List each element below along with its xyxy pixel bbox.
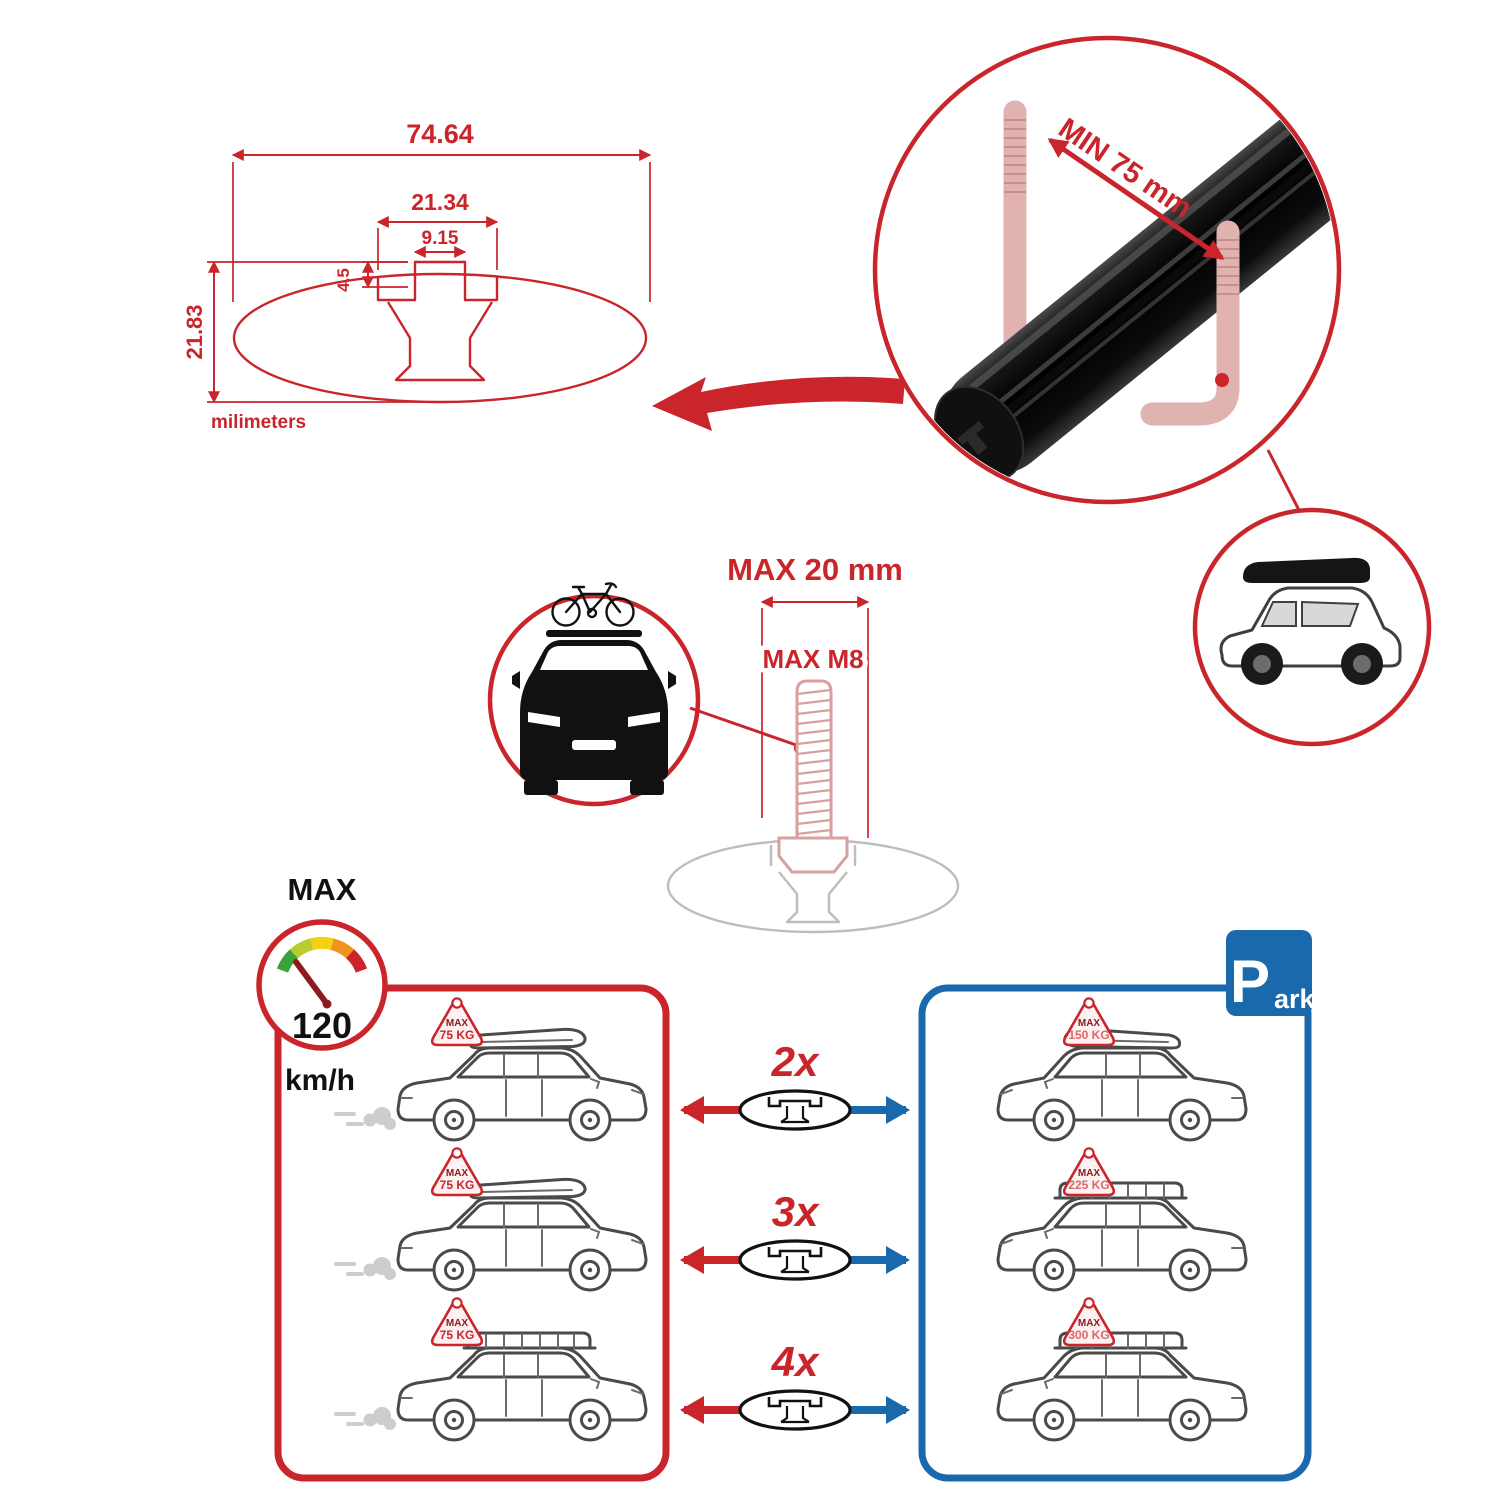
tag-value-label: 75 KG <box>440 1028 475 1042</box>
driving-row-1: MAX 75 KG <box>334 997 648 1142</box>
parked-row-3: MAX 300 KG <box>996 1297 1248 1442</box>
count-label: 3x <box>772 1188 820 1235</box>
pointer-arrow <box>652 376 905 431</box>
speed-value-label: 120 <box>292 1005 352 1046</box>
pointer-line <box>689 706 800 748</box>
park-sign: P ark <box>1226 930 1316 1016</box>
speed-limit-badge: MAX 120 km/h <box>256 872 388 1097</box>
min-span-arrow <box>1047 137 1225 261</box>
needle-pivot <box>322 999 332 1009</box>
roof-box <box>1243 557 1370 583</box>
parked-row-2: MAX 225 KG <box>996 1147 1248 1292</box>
vehicle-roofbox-circle <box>1192 507 1432 747</box>
tag-value-label: 75 KG <box>440 1178 475 1192</box>
tag-max-label: MAX <box>1078 1018 1101 1029</box>
tag-max-label: MAX <box>1078 1318 1101 1329</box>
tag-max-label: MAX <box>1078 1168 1101 1179</box>
dim-height-label: 21.83 <box>182 304 207 359</box>
suv-windshield <box>1260 601 1297 627</box>
roof-basket-icon <box>462 1331 597 1350</box>
marker-dot <box>1215 373 1229 387</box>
u-bolt-right-rod <box>1140 220 1240 426</box>
profile-stem <box>386 301 494 382</box>
park-sign-letter: P <box>1230 948 1270 1015</box>
count-row-2: 3x <box>680 1188 910 1281</box>
tag-value-label: 150 KG <box>1068 1028 1109 1042</box>
max-width-label: MAX 20 mm <box>727 552 903 587</box>
dim-total-width-label: 74.64 <box>406 119 474 149</box>
car-front-icon <box>512 640 676 795</box>
load-comparison: P ark MAX 120 km/h MAX 75 KG <box>256 872 1316 1482</box>
connector-line <box>1266 449 1304 517</box>
bar-cross-section-icon <box>738 1089 852 1131</box>
units-label: milimeters <box>211 412 306 433</box>
tbolt-head <box>777 836 849 874</box>
bar-cross-section-icon <box>738 1239 852 1281</box>
bar-cross-section-icon <box>738 1389 852 1431</box>
tbolt-illustration <box>777 679 849 874</box>
tag-value-label: 300 KG <box>1068 1328 1109 1342</box>
parked-row-1: MAX 150 KG <box>996 997 1248 1142</box>
suv-wheel-hub <box>1353 655 1371 673</box>
max-thread-label: MAX M8 <box>762 644 863 674</box>
dim-slot-width-label: 9.15 <box>422 228 459 249</box>
count-row-3: 4x <box>680 1338 910 1431</box>
roof-rack-bar <box>546 630 642 637</box>
speed-units-label: km/h <box>285 1064 355 1097</box>
tag-value-label: 225 KG <box>1068 1178 1109 1192</box>
dim-slot-depth-label: 4.5 <box>334 268 353 292</box>
profile-ellipse <box>232 272 648 404</box>
count-label: 2x <box>771 1038 820 1085</box>
driving-row-3: MAX 75 KG <box>334 1297 648 1442</box>
driving-row-2: MAX 75 KG <box>334 1147 648 1292</box>
park-sign-suffix: ark <box>1274 984 1316 1014</box>
cross-section-diagram: 74.64 21.34 9.15 4.5 21.83 milimeters <box>182 119 652 433</box>
speed-max-label: MAX <box>288 872 357 907</box>
profile-channel <box>376 260 499 302</box>
tag-max-label: MAX <box>446 1318 469 1329</box>
speedometer-needle <box>293 959 330 1007</box>
tag-max-label: MAX <box>446 1018 469 1029</box>
u-bolt-left-rod <box>1003 100 1027 372</box>
suv-side-window <box>1301 600 1360 627</box>
count-row-1: 2x <box>680 1038 910 1131</box>
count-label: 4x <box>771 1338 820 1385</box>
suv-wheel-hub <box>1253 655 1271 673</box>
tag-value-label: 75 KG <box>440 1328 475 1342</box>
tag-max-label: MAX <box>446 1168 469 1179</box>
bicycle-icon <box>551 582 635 627</box>
crossbar-detail-circle: MIN 75 mm <box>872 35 1342 505</box>
tbolt-detail: MAX 20 mm MAX M8 <box>487 552 960 934</box>
dim-flange-width-label: 21.34 <box>411 189 469 215</box>
speedometer-gauge <box>276 936 368 973</box>
circle-border <box>872 35 1342 505</box>
